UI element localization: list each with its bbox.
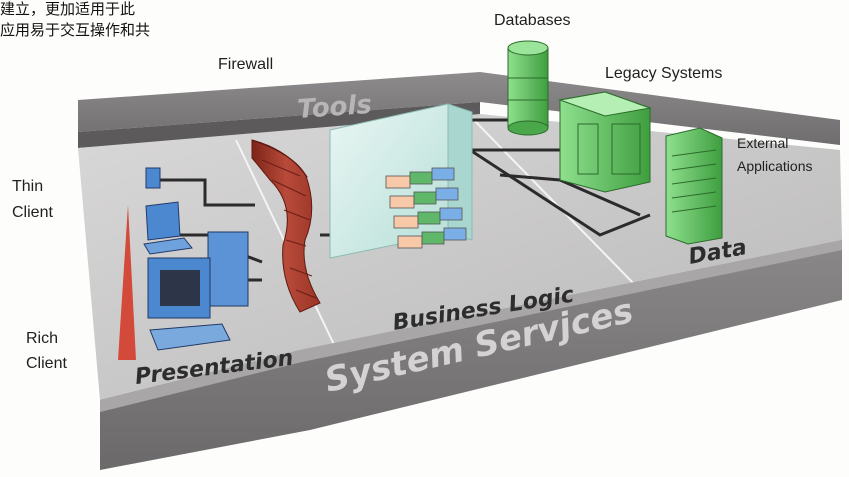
databases-label: Databases [494,12,571,29]
laptop-icon [145,201,181,241]
tools-rail [78,72,840,145]
zone-divider-2 [469,115,641,291]
thin-client-label-line-2: Client [12,204,53,221]
business-logic-cube [329,103,473,259]
header-text-line-2: 应用易于交互操作和共 [0,21,151,39]
logic-blocks [385,167,467,249]
tools-label: Tools [296,90,372,125]
database-icon [507,40,549,136]
rich-client-label-line-1: Rich [26,330,59,347]
external-applications-label-line-1: External [737,135,789,151]
rich-client-label-line-2: Client [26,355,67,372]
platform-floor [78,114,842,400]
desktop-computer-icon [147,231,249,351]
legacy-system-icon [558,91,652,193]
header-text-line-1: 建立，更加适用于此 [0,0,136,18]
external-application-icon [665,127,723,245]
legacy-systems-label: Legacy Systems [605,65,723,82]
client-spectrum-wedge [118,205,136,360]
thin-client-device [145,167,161,189]
system-services-rail [100,240,842,470]
thin-client-label-line-1: Thin [12,178,44,195]
external-applications-label-line-2: Applications [737,158,813,174]
firewall-wall [251,139,321,313]
firewall-label: Firewall [218,56,274,73]
